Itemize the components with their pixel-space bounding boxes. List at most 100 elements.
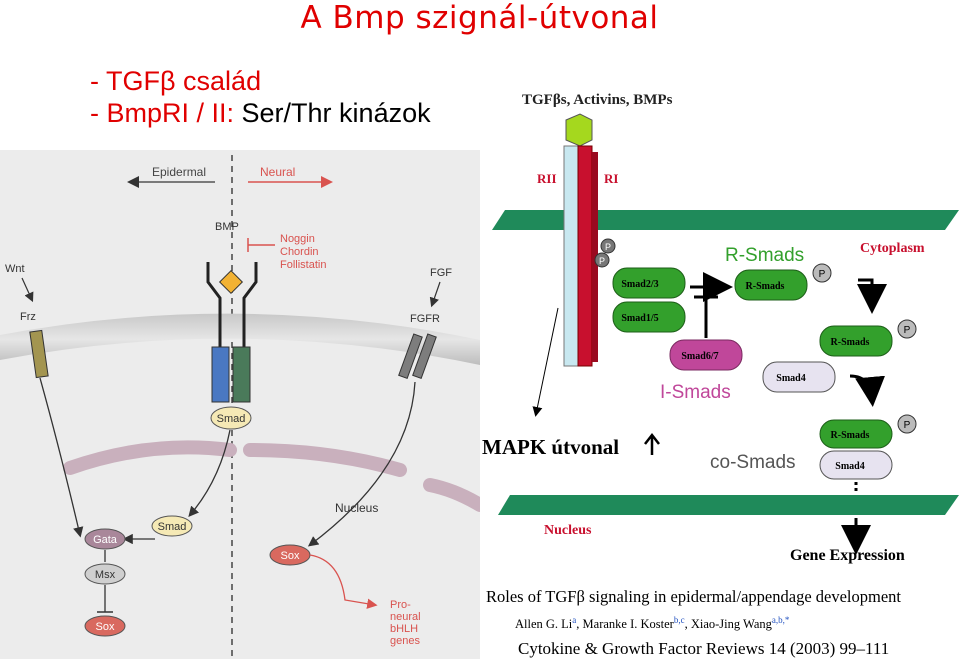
citation-authors: Allen G. Lia, Maranke I. Kosterb,c, Xiao… (515, 615, 790, 631)
citation-journal: Cytokine & Growth Factor Reviews 14 (200… (518, 639, 889, 658)
wnt-label: Wnt (5, 263, 25, 275)
bullet-text: BmpRI / II: (106, 98, 242, 128)
rii-label: RII (537, 171, 557, 186)
noggin-label: Noggin (280, 233, 315, 245)
receptor-type-ii (211, 346, 230, 403)
complex-r-smad-label: R-Smads (831, 430, 870, 441)
nucleus-label-left: Nucleus (335, 501, 378, 515)
target-line-2: neural (390, 611, 421, 623)
target-line-3: bHLH (390, 623, 418, 635)
neural-label: Neural (260, 165, 295, 179)
co-smads-title: co-Smads (710, 452, 796, 473)
right-pathway-diagram: TGFβs, Activins, BMPs RII RI P P Cytopla… (482, 92, 959, 658)
phospho-bubble (812, 263, 832, 283)
frz-receptor (29, 329, 49, 379)
sox-right-label: Sox (281, 550, 300, 562)
msx-node (84, 563, 126, 585)
nuclear-envelope-c (423, 478, 480, 512)
page-title: A Bmp szignál-útvonal (300, 0, 659, 36)
fgfr-label: FGFR (410, 313, 440, 325)
smad67-node (669, 339, 743, 371)
cytoplasm-label: Cytoplasm (860, 241, 925, 256)
smad4-binding-arrow (849, 374, 886, 407)
smad4-node (762, 361, 836, 393)
citation-title: Roles of TGFβ signaling in epidermal/app… (486, 587, 901, 606)
receptor-rii-body (563, 145, 579, 367)
target-line-1: Pro- (390, 599, 411, 611)
fgf-pathway-arrow (307, 381, 416, 547)
phospho-label: P (819, 269, 826, 280)
nuclear-membrane (498, 495, 959, 515)
gata-label: Gata (93, 534, 118, 546)
left-pathway-diagram: Epidermal Neural BMP Noggin Chordin Foll… (0, 150, 480, 659)
smad-nuclear-label: Smad (158, 521, 187, 533)
sox-target-arrow (309, 554, 378, 609)
receptor-arm-right (242, 262, 258, 350)
smad23-label: Smad2/3 (621, 279, 658, 290)
smad-membrane-label: Smad (217, 413, 246, 425)
receptor-ri-body (577, 145, 593, 367)
mapk-label: MAPK útvonal (482, 435, 619, 459)
ligand-hexagon (565, 113, 593, 147)
smad-translocation-arrow (188, 429, 231, 517)
bullet-tgf-family: - TGFβ család (90, 66, 261, 97)
author-1: Allen G. Li (515, 617, 573, 631)
nucleus-label-right: Nucleus (544, 523, 592, 538)
author-3-sup: a,b,* (772, 615, 790, 625)
smad15-label: Smad1/5 (621, 313, 658, 324)
frz-label: Frz (20, 311, 36, 323)
up-arrow-icon (644, 432, 660, 455)
bullet-dash: - (90, 66, 107, 96)
bullet-receptors: - BmpRI / II: Ser/Thr kinázok (90, 98, 431, 129)
bullet-text: TGFβ család (106, 66, 262, 96)
author-2: , Maranke I. Koster (576, 617, 674, 631)
wnt-arrow (21, 277, 34, 303)
phospho-label: P (904, 420, 911, 431)
phospho-label: P (599, 256, 605, 266)
smad-nuclear-node (151, 515, 193, 537)
nuclear-envelope-b (243, 443, 407, 477)
receptor-phospho-2 (594, 252, 610, 268)
epidermal-label: Epidermal (152, 165, 206, 179)
r-smad-p-label-2: R-Smads (831, 337, 870, 348)
author-2-sup: b,c (674, 615, 685, 625)
phospho-bubble (897, 319, 917, 339)
author-1-sup: a (572, 615, 576, 625)
smad4-label: Smad4 (776, 373, 805, 384)
nuclear-envelope-a (63, 440, 237, 475)
bmp-label: BMP (215, 221, 239, 233)
sox-left-node (84, 615, 126, 637)
r-smads-title: R-Smads (725, 245, 804, 266)
phospho-bubble (897, 414, 917, 434)
receptor-type-i (232, 346, 251, 403)
r-smad-p-node (734, 269, 808, 301)
left-background (0, 150, 480, 659)
receptor-phospho-1 (600, 238, 616, 254)
target-line-4: genes (390, 635, 420, 647)
smad67-label: Smad6/7 (681, 351, 718, 362)
ligands-label: TGFβs, Activins, BMPs (522, 92, 673, 108)
complex-smad4-node (819, 450, 893, 480)
receptor-ri-shade (592, 152, 598, 362)
complex-smad4-label: Smad4 (835, 461, 864, 472)
gata-node (84, 528, 126, 550)
bmp-ligand (218, 269, 244, 295)
ri-label: RI (604, 171, 618, 186)
follistatin-label: Follistatin (280, 259, 326, 271)
author-3: , Xiao-Jing Wang (685, 617, 773, 631)
i-smads-title: I-Smads (660, 382, 731, 403)
mapk-pointer-arrow (532, 307, 559, 417)
sox-left-label: Sox (96, 621, 115, 633)
cell-membrane (0, 313, 480, 365)
smad15-node (612, 301, 686, 333)
msx-label: Msx (95, 569, 116, 581)
fgf-label: FGF (430, 267, 452, 279)
fgf-arrow (429, 281, 441, 308)
wnt-pathway-arrow (39, 377, 84, 538)
r-smad-p-label: R-Smads (746, 281, 785, 292)
phospho-label: P (904, 325, 911, 336)
bullet-dash: - (90, 98, 107, 128)
complex-r-smad-node (819, 419, 893, 449)
r-smad-p-node-2 (819, 325, 893, 357)
r-smad-progress-arrow (857, 278, 887, 314)
